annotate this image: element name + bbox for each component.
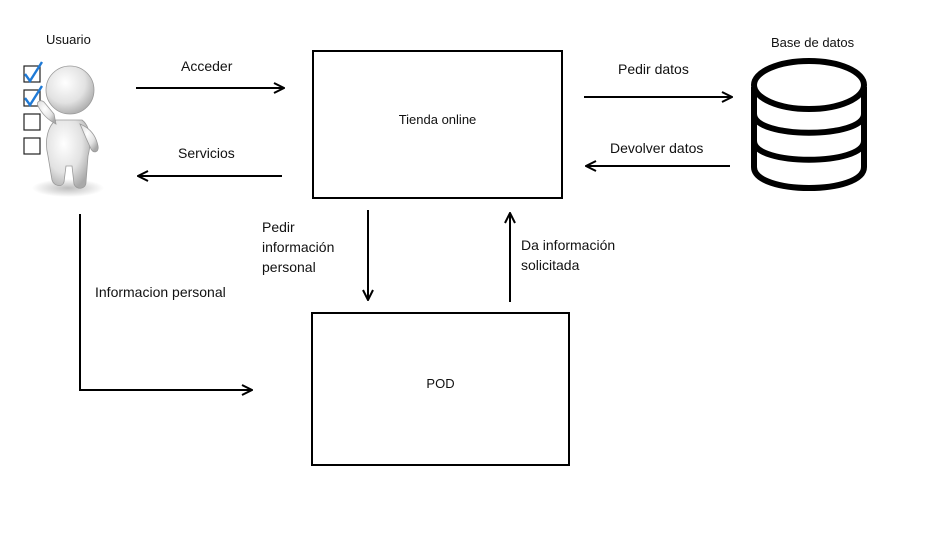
edge-label-da-info-1: Da información bbox=[521, 237, 616, 253]
arrow-informacion-personal bbox=[79, 214, 252, 390]
database-icon bbox=[751, 58, 867, 191]
edge-label-pedir-info-3: personal bbox=[262, 259, 316, 275]
edge-label-informacion-personal: Informacion personal bbox=[95, 284, 226, 300]
edge-label-pedir-info-2: información bbox=[262, 239, 335, 255]
tienda-online-box: Tienda online bbox=[312, 50, 563, 199]
usuario-label: Usuario bbox=[46, 32, 91, 47]
tienda-online-label: Tienda online bbox=[398, 112, 477, 127]
edge-label-da-info-2: solicitada bbox=[521, 257, 580, 273]
pod-label: POD bbox=[426, 376, 455, 391]
pod-box: POD bbox=[311, 312, 570, 466]
edge-label-pedir-datos: Pedir datos bbox=[618, 61, 689, 77]
edge-label-devolver-datos: Devolver datos bbox=[610, 140, 704, 156]
edge-label-acceder: Acceder bbox=[181, 58, 233, 74]
user-figure-icon bbox=[23, 61, 104, 197]
edge-label-servicios: Servicios bbox=[178, 145, 235, 161]
edge-label-pedir-info-1: Pedir bbox=[262, 219, 295, 235]
base-de-datos-label: Base de datos bbox=[771, 35, 855, 50]
